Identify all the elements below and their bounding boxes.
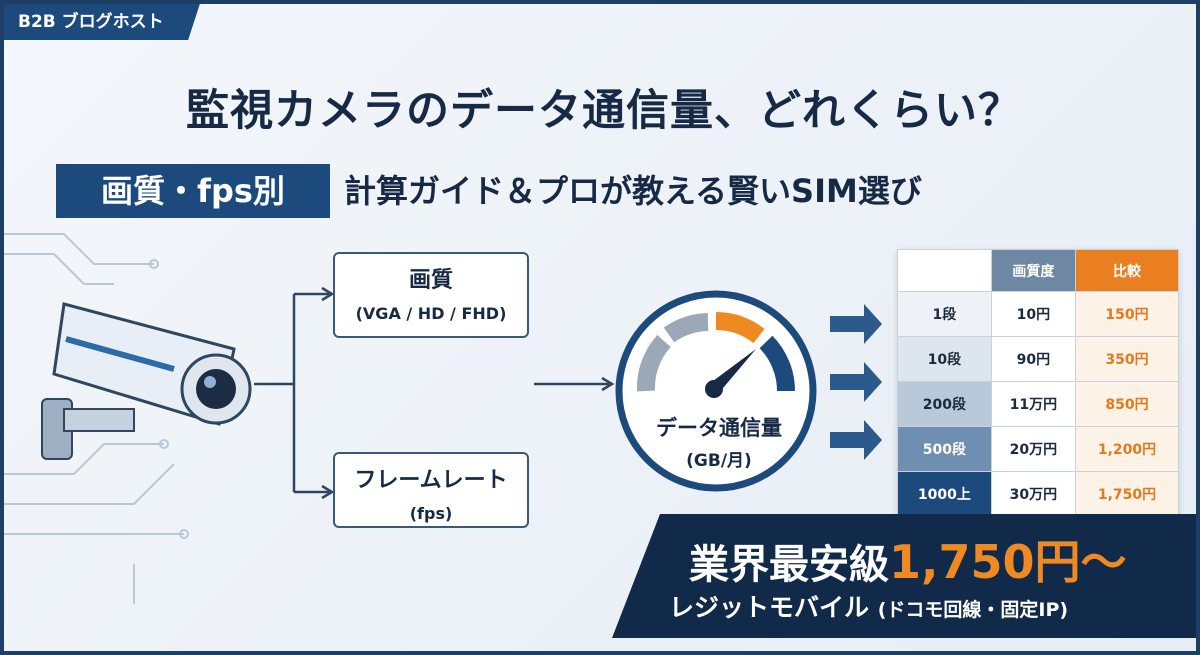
- gauge-label: データ通信量 (GB/月): [656, 416, 782, 471]
- page-title: 監視カメラのデータ通信量、どれくらい？: [186, 86, 1022, 136]
- subtitle-badge: 画質・fps別: [56, 164, 330, 218]
- table-header: 画質度 比較: [897, 249, 1180, 292]
- flow-arrows: [254, 286, 615, 500]
- gauge-icon: [615, 290, 817, 492]
- quality-box: 画質 (VGA / HD / FHD): [333, 252, 529, 338]
- infographic: B2B ブログホスト 監視カメラのデータ通信量、どれくらい？ 画質・fps別 計…: [4, 4, 1196, 651]
- diagram-graphics: [4, 233, 882, 604]
- blog-tag: B2B ブログホスト: [4, 4, 200, 40]
- subtitle: 計算ガイド＆プロが教える賢いSIM選び: [344, 172, 922, 210]
- promo-headline: 業界最安級1,750円〜: [689, 535, 1127, 589]
- circuit-lines: [4, 233, 189, 604]
- arrow-icons: [830, 304, 882, 460]
- framerate-box: フレームレート (fps): [333, 452, 529, 528]
- promo-banner: [612, 514, 1196, 638]
- promo-provider: レジットモバイル (ドコモ回線・固定IP): [669, 593, 1069, 622]
- security-camera-icon: [41, 302, 252, 460]
